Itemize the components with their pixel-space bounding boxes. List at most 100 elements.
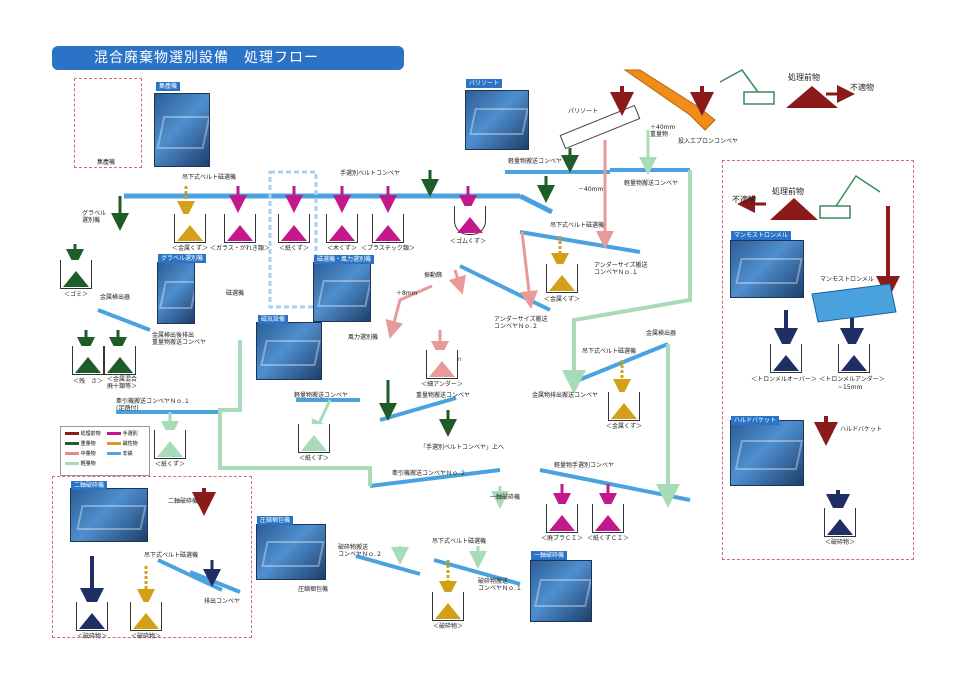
label-pull-conveyor-2: 牽引機搬送コンベヤＮｏ.２ xyxy=(392,470,466,477)
bin-plastic-ci xyxy=(546,504,578,533)
label-pull-conveyor-1: 牽引機搬送コンベヤＮｏ.１ (足踏付) xyxy=(116,398,190,412)
bin-label-residue: ＜残 さ＞ xyxy=(72,378,104,385)
tag-dust-collector: 集塵機 xyxy=(156,82,181,91)
bin-label-sand: ＜細アンダー＞ xyxy=(421,381,463,388)
legend-item-1: 重量物 xyxy=(65,441,96,447)
dust-collector-box xyxy=(74,78,142,168)
parisort-photo xyxy=(465,90,529,150)
bin-label-crushed-1: ＜破砕物＞ xyxy=(76,633,108,640)
bin-trommel-over xyxy=(770,344,802,373)
label-wind-sorter: 風力選別機 xyxy=(348,334,379,341)
crusher2-output xyxy=(189,570,241,594)
label-magnet-suspended-4: 吊下式ベルト磁選機 xyxy=(144,552,199,559)
tag-mammoth-trommel: マンモストロンメル xyxy=(731,231,791,240)
pull-conveyor-2 xyxy=(369,468,501,488)
label-vibrating: 振動篩 xyxy=(424,272,443,279)
bin-trommel-under xyxy=(838,344,870,373)
label-light-conveyor-top: 軽量物搬送コンベヤ xyxy=(508,158,563,165)
legend-item-3: 軽量物 xyxy=(65,461,96,467)
compactor-photo xyxy=(256,524,326,580)
label-plus40: ＋40mm 重量物 xyxy=(650,124,676,138)
bin-glass xyxy=(224,214,256,243)
label-process-before-top: 処理前物 xyxy=(788,73,820,82)
tag-gravel-sorter: グラベル選別機 xyxy=(158,254,207,263)
label-crusher1-text: 一軸破砕機 xyxy=(490,494,521,501)
bin-crushed-3 xyxy=(432,592,464,621)
label-hard-bucket: ハルドバケット xyxy=(840,426,883,433)
label-heavy-conveyor: 重量物搬送コンベヤ xyxy=(416,392,471,399)
bin-label-plastic: ＜プラスチック類＞ xyxy=(361,245,415,252)
bin-plastic xyxy=(372,214,404,243)
bin-label-glass: ＜ガラス・がれき類＞ xyxy=(210,245,270,252)
bin-label-trash: ＜ゴミ＞ xyxy=(63,291,89,298)
dust-collector-photo xyxy=(154,93,210,167)
label-parisort: パリソート xyxy=(568,108,599,115)
hand-sort-conveyor xyxy=(124,193,554,215)
label-hand-sort-up: 「手選別ベルトコンベヤ」上へ xyxy=(420,444,505,451)
hand-drop-arrows xyxy=(229,186,617,511)
light-flow-right xyxy=(562,170,692,394)
bin-trash xyxy=(60,260,92,289)
bin-crushed-2 xyxy=(130,602,162,631)
crusher2-photo xyxy=(70,488,148,542)
label-trommel-under: ~15mm xyxy=(838,384,863,391)
label-metal-sorter-left: 金属検出器 xyxy=(100,294,131,301)
bin-sand xyxy=(426,350,458,379)
heavy-conveyor xyxy=(379,396,457,422)
label-metal-conveyor: 金属物排出搬送コンベヤ xyxy=(532,392,599,399)
trommel-drum xyxy=(811,283,897,323)
bin-paper-ci xyxy=(592,504,624,533)
label-magnet-suspended-1: 吊下式ベルト磁選機 xyxy=(182,174,237,181)
bin-paper-2 xyxy=(154,430,186,459)
excavator-icon xyxy=(719,69,881,219)
label-under-conveyor-2: アンダーサイズ搬送 コンベヤＮｏ.２ xyxy=(494,316,548,330)
label-wind-conveyor: 軽量物搬送コンベヤ xyxy=(294,392,349,399)
tag-parisort: パリソート xyxy=(466,79,503,88)
tag-crusher2: 二軸破砕機 xyxy=(71,481,108,490)
label-input-conveyor: 投入エプロンコンベヤ xyxy=(678,138,739,145)
bin-label-trommel-over: ＜トロンメルオーバー＞ xyxy=(751,376,817,383)
bin-label-metal-mix: ＜金属混合 廃十類等＞ xyxy=(106,376,138,390)
tag-crusher-machine: 磁気設備 xyxy=(258,315,289,324)
bin-label-paper-1: ＜紙くず＞ xyxy=(278,245,310,252)
crusher1-photo xyxy=(530,560,592,622)
label-crush-conveyor-1: 破砕物搬送 コンベヤＮｏ.１ xyxy=(478,578,522,592)
magnet-drop-arrows xyxy=(137,186,631,607)
bin-paper-1 xyxy=(278,214,310,243)
label-not-suitable-top: 不適物 xyxy=(850,83,874,92)
legend: 処理前物 重量物 中量物 軽量物 手選別 磁性物 非鉄 xyxy=(60,426,150,476)
label-process-before-mid: 処理前物 xyxy=(772,187,804,196)
light-flow-main xyxy=(218,340,242,412)
legend-item-2: 中量物 xyxy=(65,451,96,457)
label-magnet-right: 吊下式ベルト磁選機 xyxy=(582,348,637,355)
bin-label-metal-2: ＜金属くず＞ xyxy=(543,296,581,303)
label-not-suitable-mid: 不適物 xyxy=(732,195,756,204)
bin-label-trommel-under: ＜トロンメルアンダー＞ xyxy=(819,376,885,383)
label-magnet-suspended-2: 吊下式ベルト磁選機 xyxy=(550,222,605,229)
tag-crusher1: 一軸破砕機 xyxy=(531,551,568,560)
label-under-conveyor-1: アンダーサイズ搬送 コンベヤＮｏ.１ xyxy=(594,262,648,276)
under-conveyor-1 xyxy=(519,230,641,254)
tag-compactor: 圧縮梱包機 xyxy=(257,516,294,525)
label-crusher2-text: 二軸破砕機 xyxy=(168,498,199,505)
tag-static-sorter: 磁選機・風力選別機 xyxy=(314,255,375,264)
bin-metal-2 xyxy=(546,264,578,293)
gravel-sorter-photo xyxy=(157,262,195,324)
label-crush-conveyor-2: 破砕物搬送 コンベヤＮｏ.２ xyxy=(338,544,382,558)
bin-metal-3 xyxy=(608,392,640,421)
medium-flow-5 xyxy=(448,269,466,295)
label-hand-sort-conveyor: 手選別ベルトコンベヤ xyxy=(340,170,401,177)
trommel-photo xyxy=(730,240,804,298)
dashed-conveyor xyxy=(268,170,318,309)
tag-harddiebucket: ハルドバケット xyxy=(731,416,780,425)
bin-metal-mix xyxy=(104,346,136,375)
legend-item-4: 手選別 xyxy=(107,431,138,437)
label-metal-detector: 金属検出器 xyxy=(646,330,677,337)
label-gravel-conveyor: 金属検出後排出 重量物搬送コンベヤ xyxy=(152,332,207,346)
harddie-photo xyxy=(730,420,804,486)
under-conveyor-2 xyxy=(459,264,551,312)
label-minus40: －40mm xyxy=(578,186,604,193)
bin-label-crushed-2: ＜破砕物＞ xyxy=(130,633,162,640)
bin-rubber xyxy=(454,206,486,235)
